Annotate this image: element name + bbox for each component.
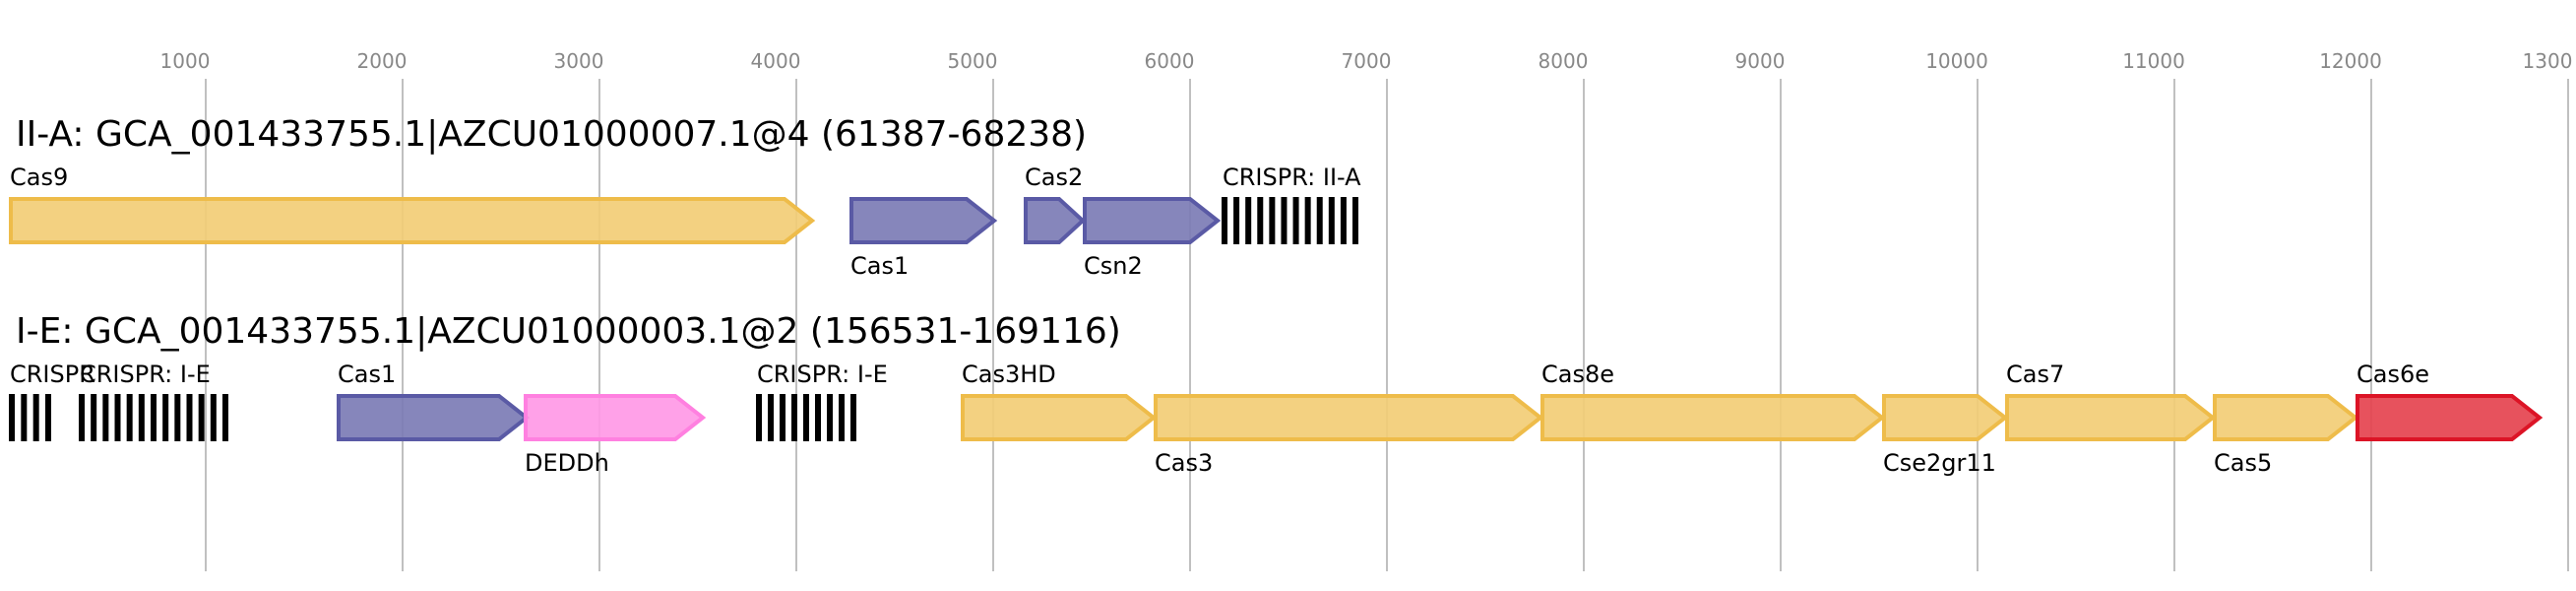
gene-arrow-cas3[interactable]: [1154, 394, 1544, 441]
crispr-repeat: [768, 394, 774, 441]
gene-arrow-cas1[interactable]: [337, 394, 531, 441]
crispr-repeat: [1328, 197, 1335, 244]
gene-arrow-cas7[interactable]: [2005, 394, 2217, 441]
axis-grid: 1000 2000 3000 4000 5000 6000 7000 8000 9000 1000…: [160, 49, 2573, 571]
gene-arrow-cse2gr11[interactable]: [1882, 394, 2009, 441]
gene-arrow-cas1[interactable]: [849, 197, 998, 244]
feature-label: Csn2: [1084, 252, 1143, 280]
tick-label: 9000: [1735, 49, 1786, 73]
crispr-repeat: [186, 394, 193, 441]
tick-label: 12000: [2319, 49, 2382, 73]
tick-label: 4000: [751, 49, 801, 73]
feature-label: CRISPR: I-E: [757, 361, 888, 388]
crispr-repeat: [1316, 197, 1323, 244]
tick-label: 5000: [948, 49, 998, 73]
crispr-repeat: [1304, 197, 1311, 244]
crispr-repeat: [21, 394, 28, 441]
crispr-repeat: [1292, 197, 1299, 244]
gene-arrow-cas3hd[interactable]: [961, 394, 1158, 441]
crispr-repeat: [1269, 197, 1276, 244]
crispr-repeat: [9, 394, 15, 441]
crispr-repeat: [45, 394, 51, 441]
tick-label: 2000: [357, 49, 408, 73]
feature-label: Cas3HD: [962, 361, 1056, 388]
tick-label: 11000: [2122, 49, 2185, 73]
feature-label: Cas5: [2214, 449, 2272, 477]
crispr-repeat: [1222, 197, 1227, 244]
feature-label: Cas1: [338, 361, 396, 388]
crispr-repeat: [827, 394, 833, 441]
feature-label: CRISPR: [10, 361, 95, 388]
gene-arrow-cas8e[interactable]: [1540, 394, 1886, 441]
crispr-repeat: [138, 394, 145, 441]
crispr-repeat: [162, 394, 169, 441]
crispr-repeat: [1352, 197, 1358, 244]
gene-arrow-cas5[interactable]: [2213, 394, 2359, 441]
gene-arrow-cas9[interactable]: [9, 197, 816, 244]
locus-title: I-E: GCA_001433755.1|AZCU01000003.1@2 (1…: [16, 311, 1121, 352]
crispr-repeat: [210, 394, 217, 441]
feature-label: Cas6e: [2356, 361, 2429, 388]
crispr-repeat: [815, 394, 821, 441]
feature-label: Cas2: [1025, 164, 1083, 191]
tick-label: 1300: [2523, 49, 2573, 73]
gene-arrow-cas2[interactable]: [1024, 197, 1086, 244]
crispr-repeat: [780, 394, 785, 441]
locus-row: I-E: GCA_001433755.1|AZCU01000003.1@2 (1…: [9, 311, 2544, 477]
feature-label: Cas9: [10, 164, 68, 191]
tick-label: 6000: [1145, 49, 1195, 73]
feature-label: CRISPR: II-A: [1223, 164, 1361, 191]
crispr-repeat: [32, 394, 39, 441]
feature-label: DEDDh: [525, 449, 609, 477]
tick-label: 10000: [1925, 49, 1988, 73]
crispr-repeat: [102, 394, 109, 441]
crispr-repeat: [791, 394, 797, 441]
crispr-repeat: [839, 394, 845, 441]
crispr-repeat: [1245, 197, 1252, 244]
crispr-repeat: [91, 394, 97, 441]
tick-label: 8000: [1539, 49, 1589, 73]
feature-label: CRISPR: I-E: [80, 361, 211, 388]
crispr-repeat: [174, 394, 181, 441]
crispr-repeat: [803, 394, 809, 441]
crispr-repeat: [151, 394, 157, 441]
feature-label: Cas1: [850, 252, 909, 280]
tick-label: 3000: [554, 49, 604, 73]
crispr-repeat: [850, 394, 856, 441]
gene-arrow-deddh[interactable]: [524, 394, 707, 441]
feature-label: Cas8e: [1541, 361, 1614, 388]
feature-label: Cas3: [1155, 449, 1213, 477]
loci: II-A: GCA_001433755.1|AZCU01000007.1@4 (…: [9, 114, 2544, 477]
tick-label: 7000: [1342, 49, 1392, 73]
crispr-repeat: [1340, 197, 1347, 244]
feature-label: Cse2gr11: [1883, 449, 1996, 477]
crispr-repeat: [114, 394, 121, 441]
crispr-repeat: [126, 394, 133, 441]
locus-row: II-A: GCA_001433755.1|AZCU01000007.1@4 (…: [9, 114, 1361, 280]
crispr-repeat: [198, 394, 205, 441]
feature-label: Cas7: [2006, 361, 2064, 388]
locus-title: II-A: GCA_001433755.1|AZCU01000007.1@4 (…: [16, 114, 1087, 155]
crispr-repeat: [222, 394, 228, 441]
crispr-repeat: [756, 394, 762, 441]
crispr-repeat: [1233, 197, 1240, 244]
tick-label: 1000: [160, 49, 211, 73]
gene-arrow-csn2[interactable]: [1083, 197, 1222, 244]
crispr-repeat: [79, 394, 85, 441]
crispr-repeat: [1281, 197, 1288, 244]
gene-arrow-cas6e[interactable]: [2356, 394, 2544, 441]
crispr-repeat: [1257, 197, 1264, 244]
